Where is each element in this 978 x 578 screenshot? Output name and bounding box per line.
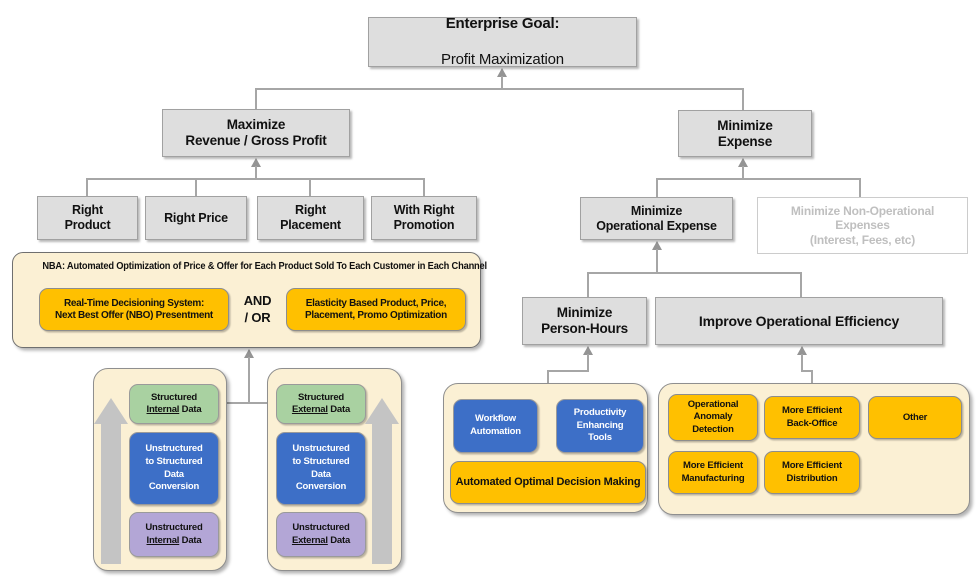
unstructured-internal-data-box: Unstructured Internal Data — [129, 512, 219, 557]
node-enterprise-goal: Enterprise Goal: Profit Maximization — [368, 15, 637, 68]
node-improve-operational-efficiency: Improve Operational Efficiency — [655, 297, 943, 345]
external-conversion-box: Unstructured to Structured Data Conversi… — [276, 432, 366, 505]
nba-label-rest: Automated Optimization of Price & Offer … — [64, 261, 487, 272]
connector-arrowhead — [738, 158, 748, 167]
connector-line — [800, 272, 802, 297]
text-pre: Unstructured — [145, 522, 203, 534]
connector-line — [87, 178, 424, 180]
connector-line — [256, 88, 744, 90]
connector-line — [587, 354, 589, 372]
text-post: Data — [179, 534, 202, 546]
elasticity-optimization-box: Elasticity Based Product, Price, Placeme… — [286, 288, 466, 331]
structured-external-data-text: Structured External Data — [292, 392, 350, 417]
unstructured-external-data-text: Unstructured External Data — [292, 522, 350, 547]
realtime-decisioning-box: Real-Time Decisioning System: Next Best … — [39, 288, 229, 331]
external-data-panel: Structured External Data Unstructured to… — [267, 368, 402, 571]
text-underlined: External — [291, 534, 328, 546]
connector-line — [811, 370, 813, 383]
text-pre: Structured — [150, 391, 198, 403]
connector-line — [248, 357, 250, 404]
text-pre: Structured — [297, 391, 345, 403]
connector-line — [657, 178, 860, 180]
connector-arrowhead — [797, 346, 807, 355]
structured-internal-data-box: Structured Internal Data — [129, 384, 219, 424]
structured-internal-data-text: Structured Internal Data — [147, 392, 202, 417]
text-underlined: External — [291, 404, 328, 415]
enterprise-goal-subtitle: Profit Maximization — [441, 50, 564, 68]
connector-line — [548, 370, 589, 372]
connector-arrowhead — [652, 241, 662, 250]
efficiency-panel: Operational Anomaly Detection More Effic… — [658, 383, 970, 515]
person-hours-panel: Workflow Automation Productivity Enhanci… — [443, 383, 648, 513]
connector-line — [195, 178, 197, 196]
text-post: Data — [179, 404, 202, 415]
connector-line — [423, 178, 425, 196]
up-arrow-head — [94, 398, 128, 424]
connector-line — [501, 76, 503, 88]
node-minimize-operational-expense: Minimize Operational Expense — [580, 197, 733, 240]
internal-conversion-box: Unstructured to Structured Data Conversi… — [129, 432, 219, 505]
up-arrow-shaft — [372, 423, 392, 564]
node-with-right-promotion: With Right Promotion — [371, 196, 477, 240]
connector-line — [742, 88, 744, 110]
distribution-box: More Efficient Distribution — [764, 451, 860, 494]
connector-line — [656, 178, 658, 197]
structured-external-data-box: Structured External Data — [276, 384, 366, 424]
connector-line — [218, 402, 272, 404]
anomaly-detection-box: Operational Anomaly Detection — [668, 394, 758, 441]
connector-line — [255, 166, 257, 178]
connector-line — [801, 370, 813, 372]
enterprise-goal-title: Enterprise Goal: — [445, 15, 560, 33]
connector-line — [742, 166, 744, 178]
text-underlined: Internal — [146, 404, 180, 415]
connector-line — [588, 272, 802, 274]
node-maximize-revenue: Maximize Revenue / Gross Profit — [162, 109, 350, 157]
and-or-label: AND / OR — [243, 293, 272, 325]
nba-panel-title: NBA: Automated Optimization of Price & O… — [42, 261, 487, 272]
connector-arrowhead — [583, 346, 593, 355]
unstructured-internal-data-text: Unstructured Internal Data — [145, 522, 202, 547]
connector-line — [859, 178, 861, 197]
connector-line — [86, 178, 88, 196]
connector-line — [587, 272, 589, 297]
text-post: Data — [327, 404, 351, 415]
up-arrow-head — [365, 398, 399, 424]
node-right-placement: Right Placement — [257, 196, 364, 240]
connector-arrowhead — [244, 349, 254, 358]
connector-line — [255, 88, 257, 109]
connector-line — [309, 178, 311, 196]
text-post: Data — [327, 534, 351, 546]
text-underlined: Internal — [146, 534, 180, 546]
manufacturing-box: More Efficient Manufacturing — [668, 451, 758, 494]
up-arrow-shaft — [101, 423, 121, 564]
enterprise-goal-text: Enterprise Goal: Profit Maximization — [441, 0, 564, 86]
back-office-box: More Efficient Back-Office — [764, 396, 860, 439]
unstructured-external-data-box: Unstructured External Data — [276, 512, 366, 557]
connector-line — [801, 354, 803, 372]
connector-arrowhead — [497, 68, 507, 77]
nba-label: NBA: — [42, 261, 65, 272]
connector-line — [547, 370, 549, 383]
other-box: Other — [868, 396, 962, 439]
node-right-product: Right Product — [37, 196, 138, 240]
node-right-price: Right Price — [145, 196, 247, 240]
productivity-tools-box: Productivity Enhancing Tools — [556, 399, 644, 453]
node-minimize-person-hours: Minimize Person-Hours — [522, 297, 647, 345]
workflow-automation-box: Workflow Automation — [453, 399, 538, 453]
internal-data-panel: Structured Internal Data Unstructured to… — [93, 368, 227, 571]
nba-panel: NBA: Automated Optimization of Price & O… — [12, 252, 487, 348]
text-pre: Unstructured — [292, 522, 350, 534]
connector-line — [656, 249, 658, 272]
node-minimize-non-operational-expenses: Minimize Non-Operational Expenses (Inter… — [757, 197, 968, 254]
node-minimize-expense: Minimize Expense — [678, 110, 812, 157]
connector-arrowhead — [251, 158, 261, 167]
automated-decision-box: Automated Optimal Decision Making — [450, 461, 646, 504]
